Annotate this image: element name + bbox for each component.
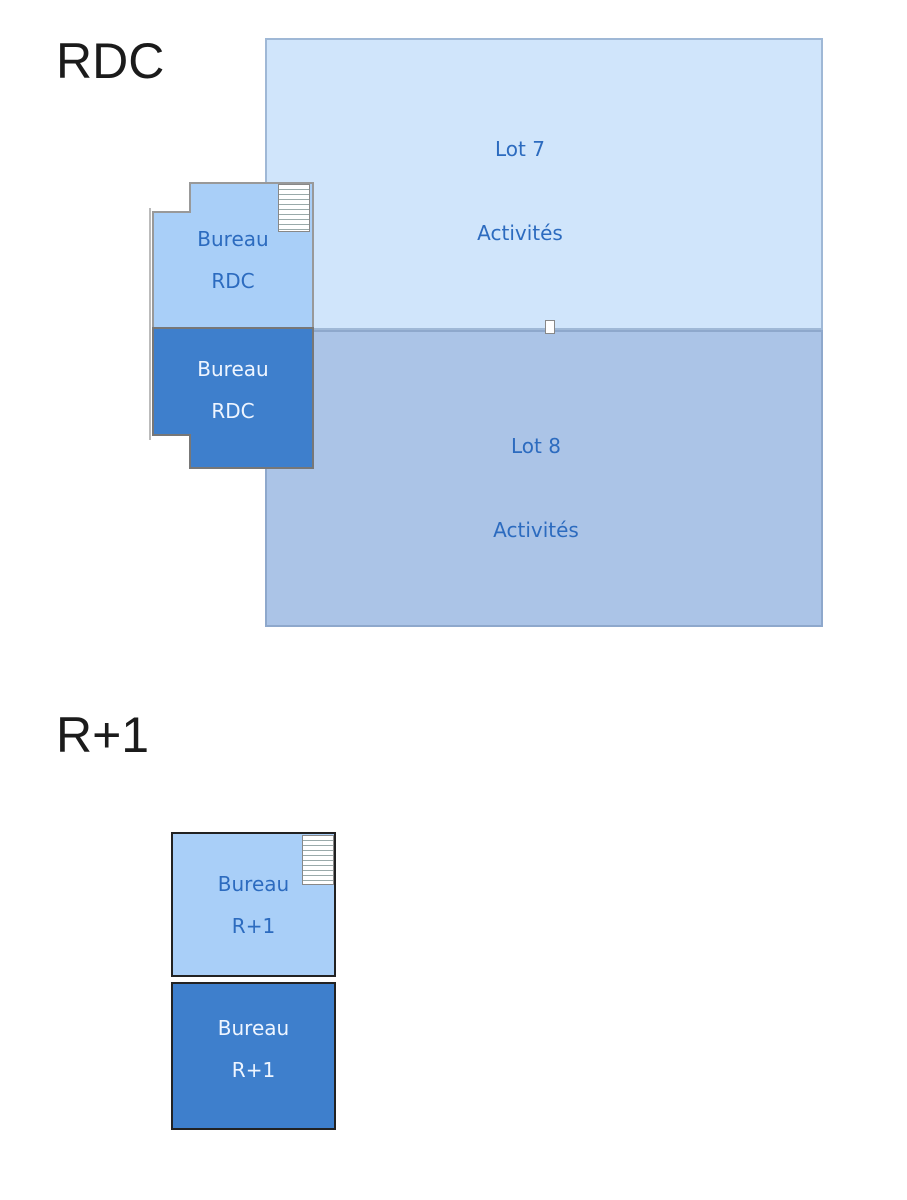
floor-title-rdc: RDC <box>56 33 165 89</box>
lot-7-area <box>265 38 823 330</box>
floor-title-r1: R+1 <box>56 707 150 763</box>
staircase-icon <box>278 184 310 232</box>
bureau-rdc-outline <box>149 182 314 469</box>
staircase-icon <box>302 835 334 885</box>
bureau-r1-dark-area <box>171 982 336 1130</box>
lot-8-area <box>265 330 823 627</box>
wall-post <box>545 320 555 334</box>
